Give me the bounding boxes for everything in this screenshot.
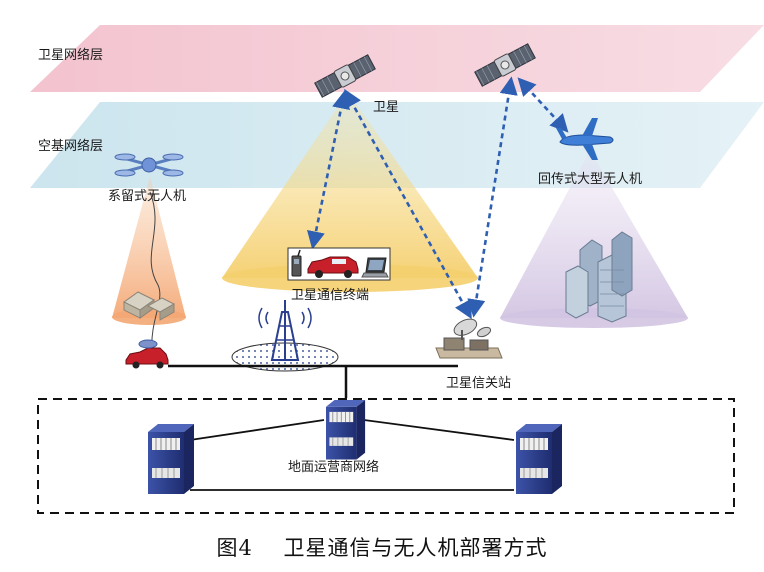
ground-network-label: 地面运营商网络 (288, 460, 380, 475)
satellite-dish-icon (435, 318, 503, 359)
drone-icon (114, 153, 184, 177)
gateway-label: 卫星信关站 (446, 376, 512, 391)
figure-title: 卫星通信与无人机部署方式 (283, 536, 548, 560)
tethered-uav-coverage-cone (112, 176, 186, 318)
cell-tower-icon (258, 300, 312, 361)
airplane-icon (556, 118, 614, 160)
satellite-layer-band (30, 25, 764, 92)
server-icon (325, 399, 366, 460)
large-uav-coverage-cone (500, 150, 688, 318)
satellite-gateway-link (344, 88, 472, 320)
air-layer-label: 空基网络层 (38, 139, 104, 154)
large-uav-coverage-base (500, 308, 688, 328)
car-icon (307, 256, 359, 278)
ground-vehicle-icon (125, 339, 169, 369)
network-link (363, 419, 515, 441)
laptop-icon (361, 257, 389, 278)
satellite2-gateway-link (467, 76, 518, 318)
satellite-label: 卫星 (373, 100, 400, 115)
phone-icon (291, 249, 302, 277)
server-icon (147, 423, 195, 495)
ground-network-box (37, 398, 735, 514)
house-icon (123, 291, 176, 321)
figure-number: 图4 (216, 536, 253, 560)
tether-cable (149, 191, 161, 351)
server-icon (515, 423, 563, 495)
satellite-layer-label: 卫星网络层 (38, 48, 104, 63)
terminal-label: 卫星通信终端 (291, 288, 370, 303)
figure-caption: 图4 卫星通信与无人机部署方式 (0, 532, 764, 562)
satellite-terminal-link (306, 90, 351, 250)
satellite2-uav-link (517, 77, 569, 133)
network-link (189, 419, 325, 441)
city-buildings-icon (565, 231, 633, 323)
tethered-uav-label: 系留式无人机 (108, 189, 187, 204)
large-uav-label: 回传式大型无人机 (538, 172, 643, 187)
